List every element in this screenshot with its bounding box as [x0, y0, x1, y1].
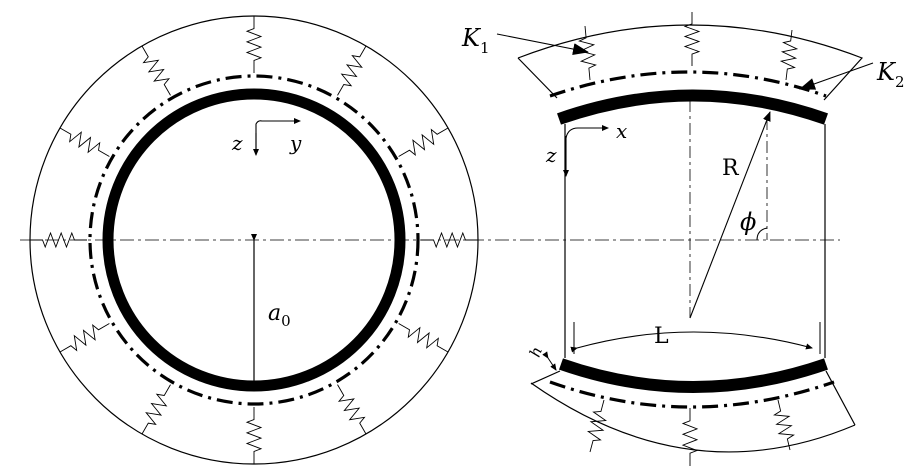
top-foundation-boundary	[517, 24, 864, 101]
y-axis-label-left: y	[289, 131, 302, 155]
bottom-shear-dashdot	[549, 380, 835, 409]
spring	[683, 12, 701, 66]
phi-label: ϕ	[740, 208, 756, 236]
cross-section-view: a0 z y	[20, 15, 840, 465]
spring	[681, 408, 699, 466]
spring	[141, 384, 171, 435]
phi-arc	[756, 227, 768, 241]
spring	[773, 399, 795, 451]
foundation-springs	[578, 12, 799, 466]
top-shell-wall	[557, 89, 828, 125]
spring	[779, 29, 799, 81]
k1-label: K1	[461, 24, 489, 57]
spring	[337, 384, 367, 435]
spring	[586, 399, 608, 453]
bottom-foundation-boundary	[530, 382, 856, 453]
bottom-shell-wall	[559, 358, 828, 393]
top-shear-dashdot	[549, 70, 827, 98]
x-axis-arrow	[565, 125, 609, 139]
k1-leader-arrow	[496, 33, 589, 55]
top-foundation-left-edge	[517, 57, 558, 99]
a0-label: a0	[268, 301, 291, 330]
bottom-foundation-left-edge	[530, 370, 561, 385]
thickness-h-label: h	[526, 344, 546, 359]
x-axis-label-right: x	[616, 119, 627, 143]
spring	[59, 323, 110, 353]
spring	[398, 323, 449, 353]
spring	[337, 45, 367, 96]
spring	[398, 127, 449, 157]
spring	[141, 45, 171, 96]
k2-label: K2	[876, 58, 904, 91]
bottom-foundation-right-edge	[825, 370, 856, 426]
y-axis-arrow	[255, 118, 301, 152]
length-L-label: L	[654, 324, 669, 349]
spring	[245, 407, 263, 464]
radius-R-line	[689, 111, 771, 319]
longitudinal-view: R ϕ x z L h K1 K2	[461, 12, 904, 466]
spring	[59, 127, 110, 157]
shear-layer-dashdot-circle	[88, 74, 420, 406]
length-L-dimension	[570, 331, 813, 353]
spring	[578, 25, 597, 81]
thickness-h-dimension	[542, 351, 557, 371]
radius-R-label: R	[722, 156, 740, 181]
k2-leader-arrow	[799, 62, 874, 90]
spring	[245, 16, 263, 73]
z-axis-label-left: z	[231, 131, 243, 155]
z-axis-label-right: z	[545, 143, 557, 167]
